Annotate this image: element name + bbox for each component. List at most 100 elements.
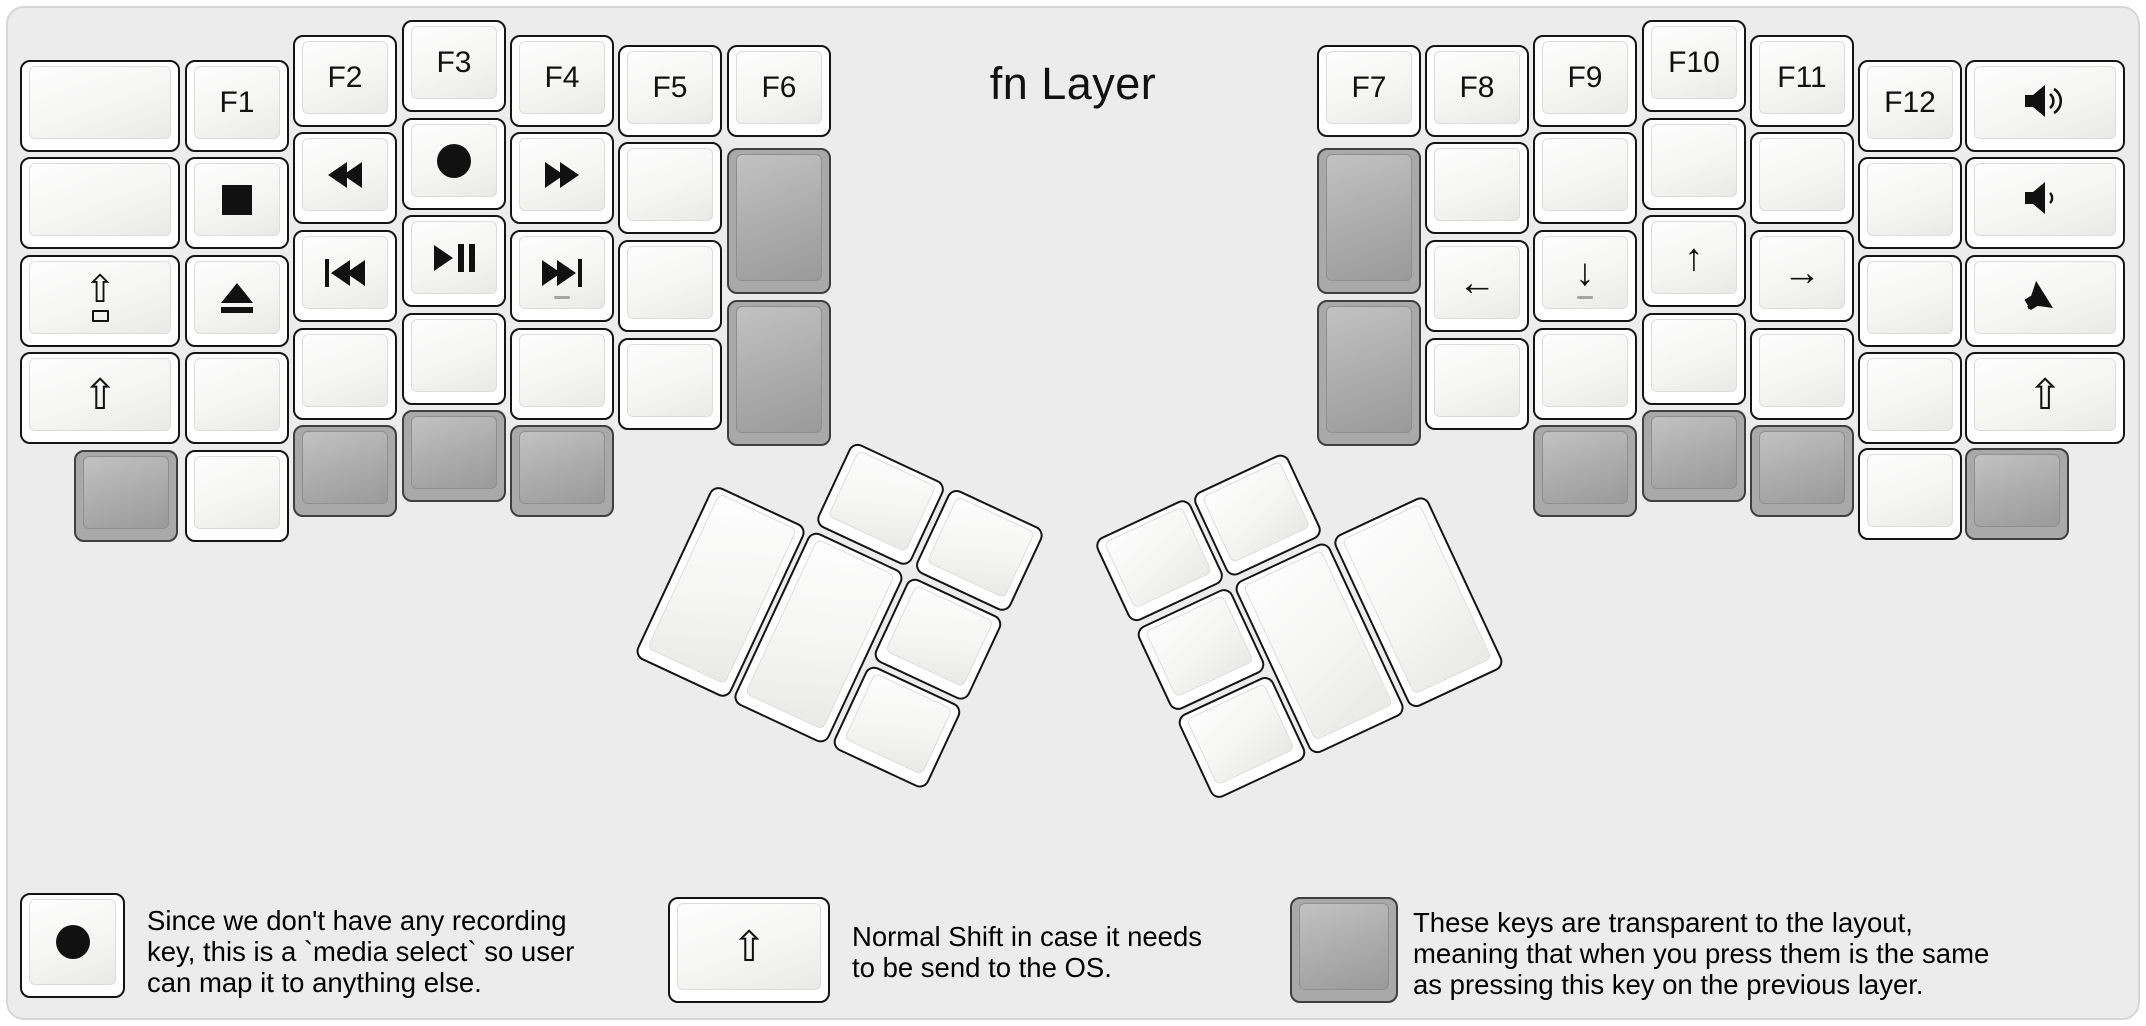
keycap [1434,344,1520,417]
key-rewind[interactable] [293,132,397,224]
key-mute[interactable] [1965,255,2125,347]
key-transparent[interactable] [1642,410,1746,502]
key-f4[interactable]: F4 [510,35,614,127]
key-transparent[interactable] [510,425,614,517]
key-volume-down[interactable] [1965,157,2125,249]
key-f6[interactable]: F6 [727,45,831,137]
key-arrow-up[interactable]: ↑ [1642,215,1746,307]
key-label: F12 [1884,85,1936,119]
key-transparent[interactable] [1317,148,1421,294]
keycap [1759,334,1845,407]
key-shift[interactable]: ⇧ [20,352,180,444]
key-transparent[interactable] [727,148,831,294]
stop-icon [222,184,252,215]
key-f7[interactable]: F7 [1317,45,1421,137]
key-blank[interactable] [1642,118,1746,210]
key-blank[interactable] [293,328,397,420]
key-caps-lock[interactable]: ⇧ [20,255,180,347]
keycap [1326,306,1412,433]
shift-icon: ⇧ [82,370,118,418]
key-previous-track[interactable] [293,230,397,322]
key-transparent[interactable] [1965,448,2069,540]
key-f9[interactable]: F9 [1533,35,1637,127]
keycap [519,236,605,309]
key-next-track[interactable] [510,230,614,322]
keycap: F11 [1759,41,1845,114]
key-blank[interactable] [1425,338,1529,430]
key-f5[interactable]: F5 [618,45,722,137]
key-f1[interactable]: F1 [185,60,289,152]
keycap [194,358,280,431]
key-transparent[interactable] [727,300,831,446]
keycap [194,163,280,236]
keycap: F8 [1434,51,1520,124]
record-icon [55,925,90,959]
key-f11[interactable]: F11 [1750,35,1854,127]
key-transparent[interactable] [293,425,397,517]
key-blank[interactable] [185,352,289,444]
keycap: ⇧ [29,358,171,431]
keycap: F10 [1651,26,1737,99]
key-blank[interactable] [618,142,722,234]
keycap [302,334,388,407]
key-blank[interactable] [1750,132,1854,224]
key-label: F11 [1777,60,1827,94]
key-arrow-left[interactable]: ← [1425,240,1529,332]
key-blank[interactable] [185,450,289,542]
key-blank[interactable] [1858,255,1962,347]
key-record[interactable] [402,118,506,210]
fast-forward-icon [545,161,579,188]
keycap: F3 [411,26,497,99]
key-blank[interactable] [1425,142,1529,234]
key-play-pause[interactable] [402,215,506,307]
homing-dash [554,296,570,299]
key-transparent[interactable] [1750,425,1854,517]
keycap [194,261,280,334]
key-eject[interactable] [185,255,289,347]
key-shift-example[interactable]: ⇧ [668,897,830,1003]
key-arrow-right[interactable]: → [1750,230,1854,322]
key-volume-up[interactable] [1965,60,2125,152]
key-fast-forward[interactable] [510,132,614,224]
key-f2[interactable]: F2 [293,35,397,127]
keycap [627,246,713,319]
key-label: F8 [1459,70,1495,104]
keycap [1867,163,1953,236]
key-blank[interactable] [1858,448,1962,540]
key-blank[interactable] [618,338,722,430]
keycap [411,221,497,294]
key-blank[interactable] [618,240,722,332]
key-label: F9 [1567,60,1603,94]
key-transparent-example[interactable] [1290,897,1398,1003]
keycap [1759,138,1845,211]
key-blank[interactable] [1533,328,1637,420]
key-stop[interactable] [185,157,289,249]
key-blank[interactable] [1858,157,1962,249]
key-arrow-down[interactable]: ↓ [1533,230,1637,322]
key-transparent[interactable] [1317,300,1421,446]
key-shift[interactable]: ⇧ [1965,352,2125,444]
key-f10[interactable]: F10 [1642,20,1746,112]
key-f3[interactable]: F3 [402,20,506,112]
key-blank[interactable] [1533,132,1637,224]
key-blank[interactable] [20,60,180,152]
key-transparent[interactable] [1533,425,1637,517]
keycap [302,431,388,504]
key-blank[interactable] [1858,352,1962,444]
key-blank[interactable] [1642,313,1746,405]
key-blank[interactable] [510,328,614,420]
key-transparent[interactable] [402,410,506,502]
record-icon [437,143,471,178]
key-transparent[interactable] [74,450,178,542]
keycap [1974,66,2116,139]
key-blank[interactable] [402,313,506,405]
keycap [29,163,171,236]
play-pause-icon [433,243,475,272]
key-f8[interactable]: F8 [1425,45,1529,137]
keycap [627,344,713,417]
key-record-example[interactable] [20,893,125,998]
key-f12[interactable]: F12 [1858,60,1962,152]
keycap: F6 [736,51,822,124]
key-blank[interactable] [1750,328,1854,420]
key-blank[interactable] [20,157,180,249]
